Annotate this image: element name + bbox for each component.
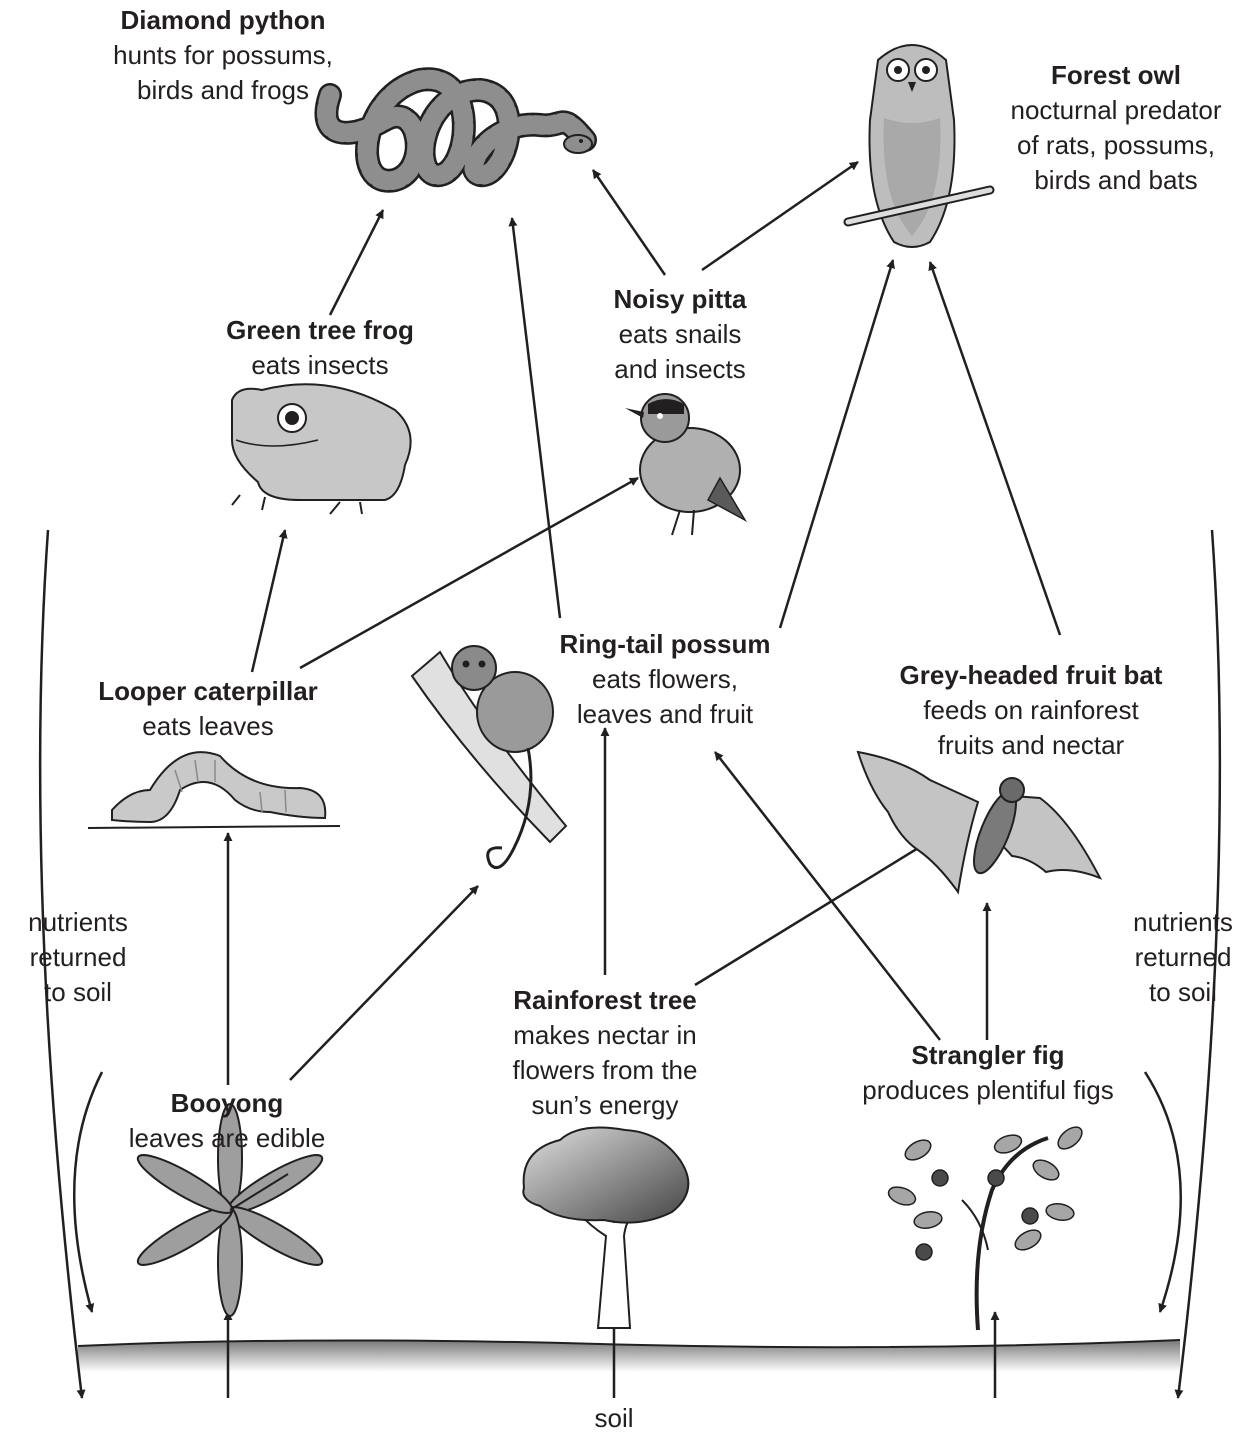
organism-name: Rainforest tree — [513, 985, 697, 1015]
organism-name: Booyong — [170, 1088, 284, 1118]
arrow-tree-to-bat — [694, 840, 929, 987]
arrow-caterpillar-to-pitta — [299, 476, 639, 670]
arrow-nutrients-left-inner — [72, 1071, 104, 1313]
organism-description: feeds on rainforest fruits and nectar — [923, 695, 1139, 760]
label-fruit-bat: Grey-headed fruit bat feeds on rainfores… — [866, 658, 1196, 763]
organism-name: Looper caterpillar — [98, 676, 318, 706]
label-diamond-python: Diamond python hunts for possums, birds … — [88, 3, 358, 108]
green-tree-frog-illustration — [231, 383, 412, 515]
organism-name: Grey-headed fruit bat — [899, 660, 1163, 690]
arrow-possum-to-python — [508, 217, 562, 619]
arrow-frog-to-python — [328, 209, 385, 316]
organism-description: hunts for possums, birds and frogs — [113, 40, 333, 105]
label-looper-caterpillar: Looper caterpillar eats leaves — [68, 674, 348, 744]
arrow-nutrients-right-outer — [1174, 529, 1222, 1399]
arrow-fig-to-possum — [714, 751, 941, 1041]
diamond-python-illustration — [314, 67, 597, 193]
organism-name: Ring-tail possum — [559, 629, 771, 659]
nutrients-returned-right: nutrients returned to soil — [1133, 907, 1233, 1007]
fruit-bat-illustration — [856, 750, 1103, 895]
soil-ground — [77, 1339, 1181, 1372]
organism-name: Green tree frog — [226, 315, 414, 345]
ring-tail-possum-illustration — [410, 645, 568, 869]
nutrients-returned-left: nutrients returned to soil — [28, 907, 128, 1007]
organism-description: nocturnal predator of rats, possums, bir… — [1010, 95, 1222, 195]
organism-name: Noisy pitta — [613, 284, 747, 314]
booyong-illustration — [136, 1103, 324, 1317]
soil-label: soil — [594, 1403, 634, 1433]
organism-description: leaves are edible — [128, 1123, 326, 1153]
feeding-arrows — [38, 160, 1222, 1399]
arrow-caterpillar-to-frog — [250, 529, 288, 673]
label-forest-owl: Forest owl nocturnal predator of rats, p… — [980, 58, 1252, 198]
organism-name: Strangler fig — [911, 1040, 1065, 1070]
arrow-pitta-to-owl — [701, 160, 859, 272]
organism-name: Forest owl — [1050, 60, 1181, 90]
looper-caterpillar-illustration — [87, 751, 341, 829]
noisy-pitta-illustration — [625, 393, 748, 536]
label-green-tree-frog: Green tree frog eats insects — [200, 313, 440, 383]
label-noisy-pitta: Noisy pitta eats snails and insects — [580, 282, 780, 387]
label-ring-tail-possum: Ring-tail possum eats flowers, leaves an… — [535, 627, 795, 732]
label-booyong: Booyong leaves are edible — [98, 1086, 356, 1156]
organism-description: produces plentiful figs — [862, 1075, 1114, 1105]
rainforest-tree-illustration — [522, 1126, 690, 1329]
organism-description: eats flowers, leaves and fruit — [576, 664, 754, 729]
arrow-booyong-to-possum — [289, 885, 479, 1081]
arrow-bat-to-owl — [928, 261, 1062, 636]
arrow-pitta-to-python — [591, 169, 667, 276]
strangler-fig-illustration — [887, 1126, 1083, 1331]
organism-description: makes nectar in flowers from the sun’s e… — [512, 1020, 698, 1120]
arrow-nutrients-right-inner — [1143, 1071, 1182, 1313]
forest-owl-illustration — [843, 44, 995, 248]
organism-description: eats leaves — [142, 711, 274, 741]
organism-description: eats insects — [251, 350, 389, 380]
label-rainforest-tree: Rainforest tree makes nectar in flowers … — [485, 983, 725, 1123]
label-strangler-fig: Strangler fig produces plentiful figs — [830, 1038, 1146, 1108]
arrow-nutrients-left-outer — [38, 529, 86, 1399]
arrow-possum-to-owl — [778, 259, 895, 629]
organism-description: eats snails and insects — [614, 319, 746, 384]
organism-name: Diamond python — [120, 5, 326, 35]
